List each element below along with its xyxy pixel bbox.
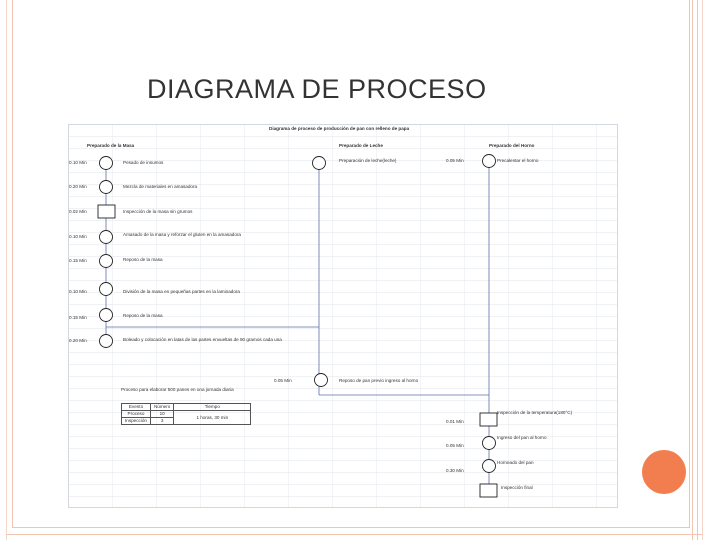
step-time: 0.05 Min [446, 158, 464, 163]
table-cell: 3 [149, 417, 175, 425]
step-label: Amasado de la masa y reforzar el gluten … [123, 232, 241, 237]
table-header: Evento [121, 403, 151, 411]
step-label: Reposo de la masa [123, 257, 163, 262]
operation-symbol [482, 459, 496, 473]
table-header: Tiempo [173, 403, 252, 411]
column-header-leche: Preparado de Leche [339, 143, 383, 148]
step-label: Boleado y colocación en latas de las par… [123, 337, 282, 342]
step-label: Reposo de pan previo ingreso al horno [339, 378, 419, 383]
step-time: 0.02 Min [69, 209, 87, 214]
inspection-symbol [97, 204, 116, 219]
step-label: Horneado del pan [497, 460, 534, 465]
table-cell: Proceso [121, 410, 151, 418]
step-time: 0.15 Min [69, 258, 87, 263]
slide-frame-line [692, 0, 693, 540]
step-time: 0.30 Min [446, 468, 464, 473]
diagram-connectors [97, 154, 498, 498]
step-time: 0.10 Min [69, 160, 87, 165]
operation-symbol [99, 254, 113, 268]
step-label: Pesado de insumos [123, 160, 164, 165]
operation-symbol [482, 436, 496, 450]
operation-symbol [99, 282, 113, 296]
step-label: Inspección de la masa sin grumos [123, 209, 193, 214]
table-header: Número [149, 403, 175, 411]
table-row: Inspección 3 [121, 417, 251, 425]
slide-frame [12, 0, 690, 528]
step-time: 0.15 Min [69, 315, 87, 320]
table-row: Proceso 10 1 horas, 30 min [121, 410, 252, 425]
step-time: 0.05 Min [274, 378, 292, 383]
operation-symbol [99, 308, 113, 322]
step-time: 0.01 Min [446, 419, 464, 424]
step-time: 0.20 Min [69, 184, 87, 189]
column-header-masa: Preparado de la Masa [87, 143, 135, 148]
operation-symbol [99, 180, 113, 194]
decorative-orange-circle [642, 450, 686, 494]
slide-title: DIAGRAMA DE PROCESO [147, 74, 487, 104]
inspection-symbol [479, 412, 498, 427]
step-label: División de la masa en pequeñas partes e… [123, 289, 240, 294]
operation-symbol [99, 230, 113, 244]
table-cell: 1 horas, 30 min [173, 410, 252, 425]
slide-frame-line [702, 0, 703, 540]
step-label: Mezcla de materiales en amasadora [123, 184, 198, 189]
slide-frame-line [6, 0, 7, 540]
step-label: Inspección de la temperatura(180°C) [497, 410, 573, 415]
column-header-horno: Preparado del Horno [489, 143, 535, 148]
step-label: Precalentar el horno [497, 158, 539, 163]
step-time: 0.10 Min [69, 234, 87, 239]
step-time: 0.05 Min [446, 443, 464, 448]
summary-caption: Proceso para elaborar 500 panes en una j… [121, 387, 234, 392]
operation-symbol [312, 156, 326, 170]
table-cell: 10 [149, 410, 175, 418]
step-label: Preparación de leche(leche) [339, 158, 397, 163]
step-label: Reposo de la masa [123, 313, 163, 318]
operation-symbol [99, 156, 113, 170]
operation-symbol [314, 373, 328, 387]
operation-symbol [482, 154, 496, 168]
process-diagram-sheet: Diagrama de proceso de producción de pan… [68, 124, 618, 508]
operation-symbol [99, 334, 113, 348]
table-cell: Inspección [121, 417, 151, 425]
step-time: 0.10 Min [69, 289, 87, 294]
step-time: 0.20 Min [69, 338, 87, 343]
step-label: Ingreso del pan al horno [497, 435, 547, 440]
slide-frame-line [697, 0, 698, 540]
slide-frame-line [6, 534, 703, 535]
diagram-heading: Diagrama de proceso de producción de pan… [269, 126, 410, 131]
step-label: Inspección final [501, 485, 533, 490]
summary-table: Evento Número Tiempo Proceso 10 1 horas,… [121, 403, 252, 425]
inspection-symbol [479, 483, 498, 498]
